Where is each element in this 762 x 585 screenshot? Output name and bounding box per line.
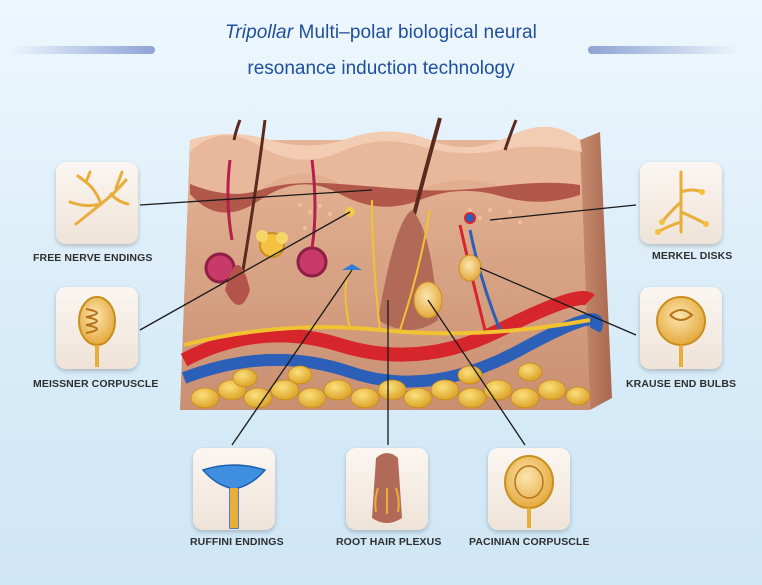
pacinian-corpuscle-icon (504, 455, 554, 528)
merkel-disks-icon (655, 170, 709, 235)
label-merkel-disks: MERKEL DISKS (652, 250, 733, 262)
meissner-corpuscle-icon (78, 296, 116, 367)
pacinian-corpuscle-card (488, 448, 570, 530)
page-title: Tripollar Multi–polar biological neural (0, 22, 762, 44)
title-line1-text: Multi–polar biological neural (293, 22, 537, 43)
header: Tripollar Multi–polar biological neural … (0, 0, 762, 100)
merkel-disks-card (640, 162, 722, 244)
decorative-bar-left (10, 46, 155, 54)
decorative-bar-right (588, 46, 738, 54)
label-pacinian-corpuscle: PACINIAN CORPUSCLE (469, 536, 590, 548)
brand-name: Tripollar (225, 22, 294, 43)
root-hair-plexus-icon (372, 453, 402, 523)
ruffini-endings-icon (201, 464, 267, 529)
free-nerve-endings-card (56, 162, 138, 244)
label-root-hair-plexus: ROOT HAIR PLEXUS (336, 536, 442, 548)
label-meissner-corpuscle: MEISSNER CORPUSCLE (33, 378, 159, 390)
page-subtitle: resonance induction technology (247, 58, 515, 79)
label-ruffini-endings: RUFFINI ENDINGS (190, 536, 284, 548)
krause-receptor (458, 254, 482, 282)
free-nerve-endings-icon (68, 170, 130, 226)
label-krause-end-bulbs: KRAUSE END BULBS (626, 378, 737, 390)
krause-end-bulbs-icon (656, 296, 706, 367)
meissner-corpuscle-card (56, 287, 138, 369)
root-hair-plexus-card (346, 448, 428, 530)
ruffini-endings-card (193, 448, 275, 530)
krause-end-bulbs-card (640, 287, 722, 369)
fat-layer (190, 362, 591, 409)
sebaceous-gland (256, 230, 288, 258)
label-free-nerve-endings: FREE NERVE ENDINGS (33, 252, 153, 264)
sweat-glands (204, 159, 328, 284)
leader-lines (139, 189, 637, 446)
ruffini-receptor (342, 264, 362, 270)
